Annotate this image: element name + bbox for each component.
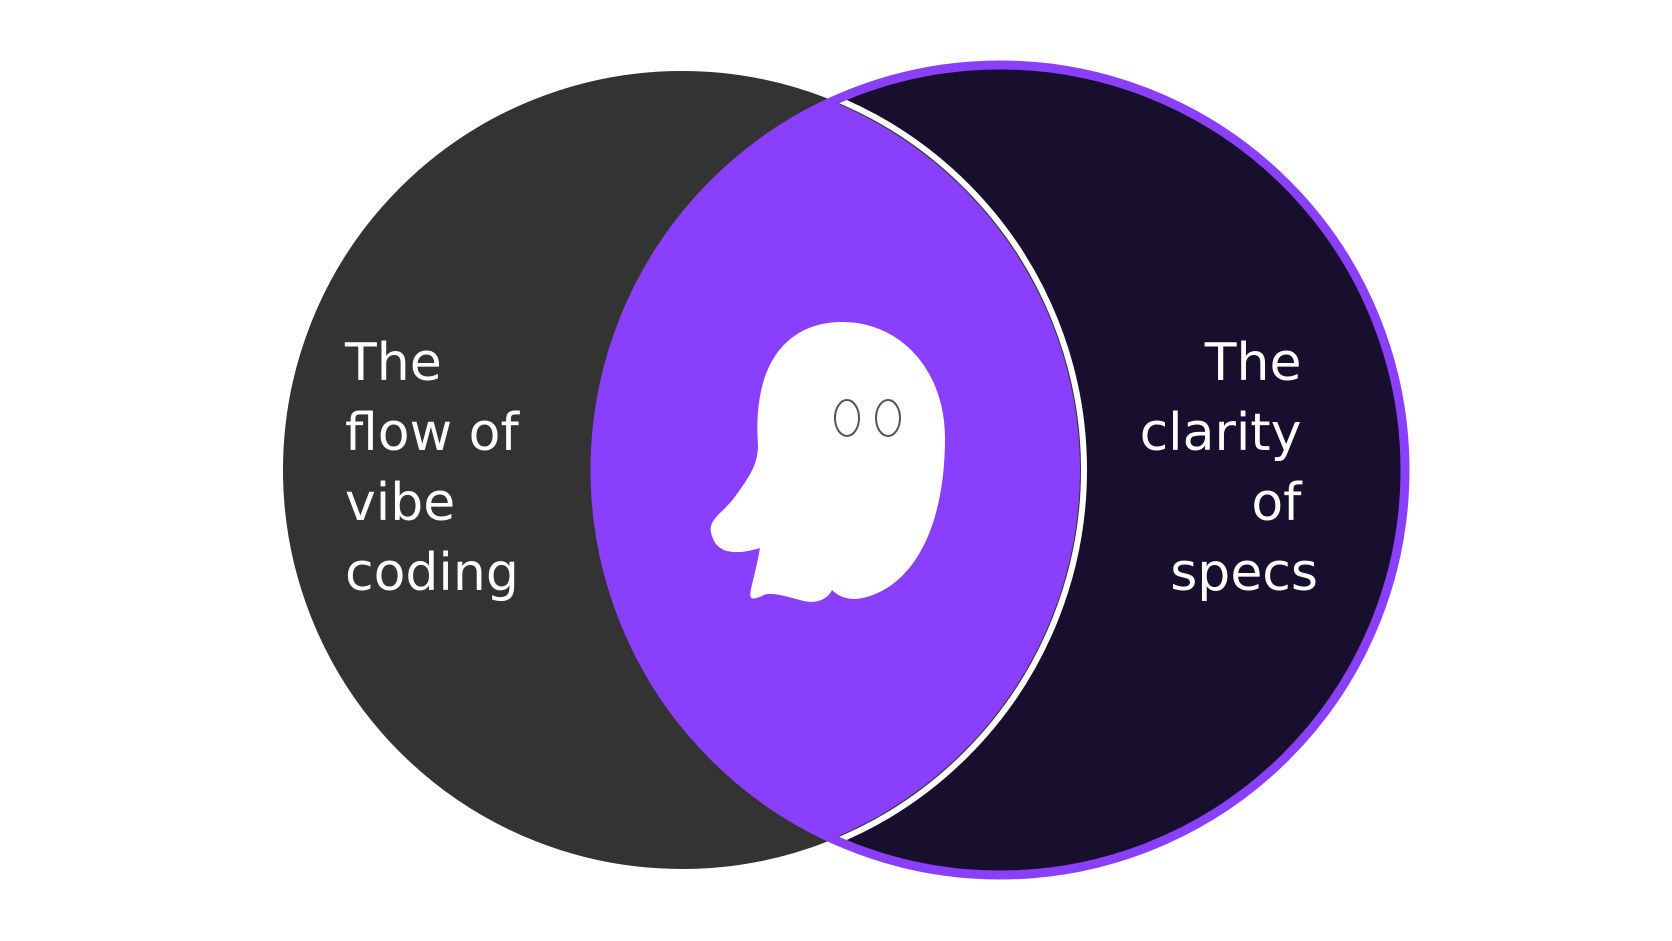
ghost-right-eye [875,399,901,437]
right-label-line: specs [1170,543,1318,603]
ghost-left-eye [834,399,860,437]
left-label-line: vibe [345,473,455,533]
right-circle-outline [590,60,1410,880]
right-label-line: clarity [1140,403,1302,463]
overlap-region [596,72,1080,868]
left-label-line: coding [345,543,519,603]
left-circle-outline [277,65,1087,875]
left-circle-label: The flow of vibe coding [344,333,535,603]
ghost-icon [710,322,945,602]
right-label-line: The [1204,333,1302,393]
left-label-line: The [344,333,442,393]
right-label-line: of [1251,473,1303,533]
right-circle-label: The clarity of specs [1140,333,1318,603]
left-label-line: flow of [345,403,520,463]
ghost-icon-body [710,322,945,602]
